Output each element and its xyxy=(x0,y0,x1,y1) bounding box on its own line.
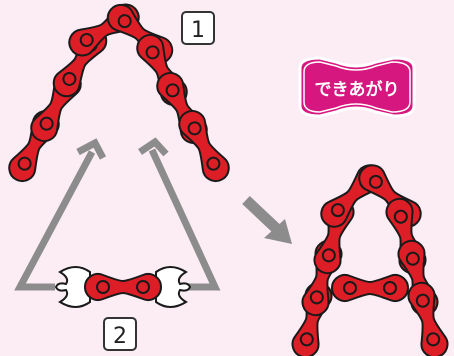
step1-label: 1 xyxy=(181,11,215,45)
chain-link-icon xyxy=(84,273,162,301)
chain-step2 xyxy=(54,266,192,308)
chain-link-icon xyxy=(331,274,409,302)
arrow-icon xyxy=(242,195,292,244)
completed-badge: できあがり xyxy=(298,56,416,118)
chain-letter-a xyxy=(288,158,452,356)
step1-number: 1 xyxy=(191,18,205,43)
chain-link-icon xyxy=(101,0,179,70)
chain-link-icon xyxy=(404,278,452,356)
arrow-icon xyxy=(14,148,221,291)
step2-number: 2 xyxy=(113,324,127,349)
chain-link-icon xyxy=(173,105,235,187)
step2-label: 2 xyxy=(103,317,137,351)
badge-text: できあがり xyxy=(315,79,400,100)
arrow-heads xyxy=(76,137,169,160)
